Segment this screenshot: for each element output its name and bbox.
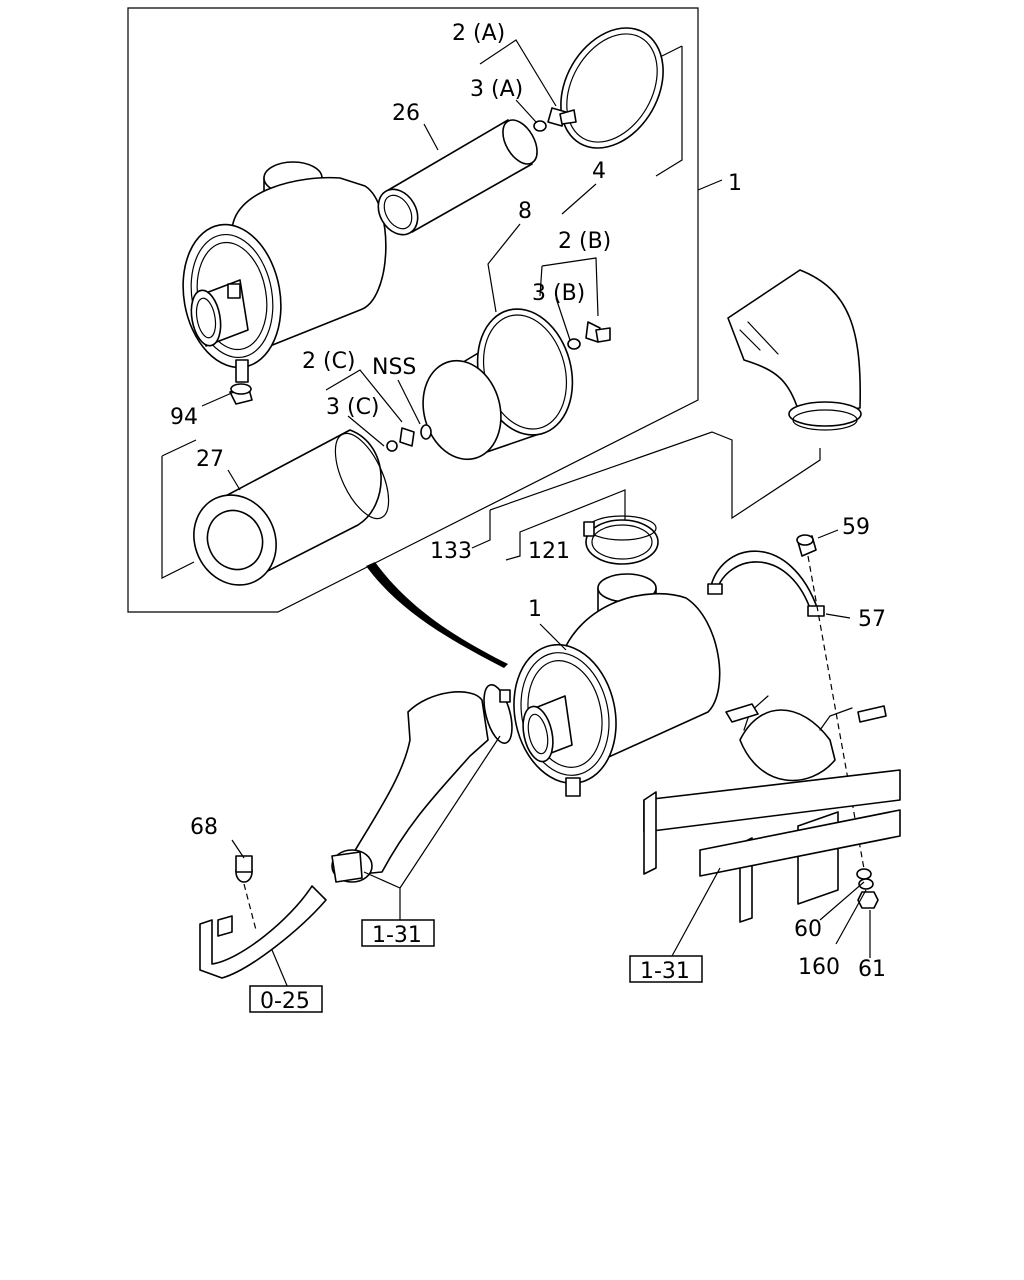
callout-61: 61 (858, 957, 886, 982)
callout-121: 121 (528, 539, 570, 564)
leader-133 (471, 431, 821, 549)
ref-label-0-25: 0-25 (260, 989, 310, 1014)
callout-2A: 2 (A) (452, 21, 505, 46)
intake-elbow (727, 269, 862, 431)
callout-8: 8 (518, 199, 532, 224)
wing-nut-2A (533, 107, 577, 132)
callout-60: 60 (794, 917, 822, 942)
inset-frame (127, 7, 699, 613)
bracket-1 (653, 45, 723, 191)
mounting-band-57 (707, 534, 825, 617)
callout-2B: 2 (B) (558, 229, 611, 254)
leader-121 (505, 489, 626, 561)
clamp-121 (583, 515, 659, 565)
part-27-outer-filter (193, 429, 390, 586)
frame-bracket (643, 695, 901, 923)
ref-label-1-31-right: 1-31 (640, 959, 690, 984)
inset-pointer (366, 562, 508, 668)
callout-59: 59 (842, 515, 870, 540)
ref-box-0-25 (249, 985, 323, 1013)
callout-26: 26 (392, 101, 420, 126)
callout-57: 57 (858, 607, 886, 632)
callout-4: 4 (592, 159, 606, 184)
air-cleaner-assembly-main (513, 573, 721, 797)
callout-3A: 3 (A) (470, 77, 523, 102)
ref-box-1-31-right (629, 955, 703, 983)
ref-label-1-31-left: 1-31 (372, 923, 422, 948)
part-8-cover (422, 308, 574, 461)
callout-1-main: 1 (528, 597, 542, 622)
callout-3C: 3 (C) (326, 395, 380, 420)
callout-3B: 3 (B) (532, 281, 585, 306)
wing-nut-2B (567, 321, 611, 350)
part-4-gasket (560, 27, 664, 149)
wing-nut-2C (386, 424, 432, 452)
bracket-27 (161, 439, 197, 579)
pipe-0-25 (199, 855, 327, 979)
air-cleaner-assembly-inset (182, 161, 387, 383)
callout-27: 27 (196, 447, 224, 472)
callout-94: 94 (170, 405, 198, 430)
callout-68: 68 (190, 815, 218, 840)
callout-NSS: NSS (372, 355, 416, 380)
ref-box-1-31-left (361, 919, 435, 947)
leader-68-dash (243, 883, 257, 931)
callout-160: 160 (798, 955, 840, 980)
callout-2C: 2 (C) (302, 349, 356, 374)
part-94-valve (229, 383, 253, 405)
intake-hose (331, 684, 513, 883)
callout-133: 133 (430, 539, 472, 564)
part-26-inner-filter (377, 119, 538, 236)
leader-lines (201, 39, 871, 989)
fastener-stack (856, 868, 879, 909)
callout-1-top: 1 (728, 171, 742, 196)
